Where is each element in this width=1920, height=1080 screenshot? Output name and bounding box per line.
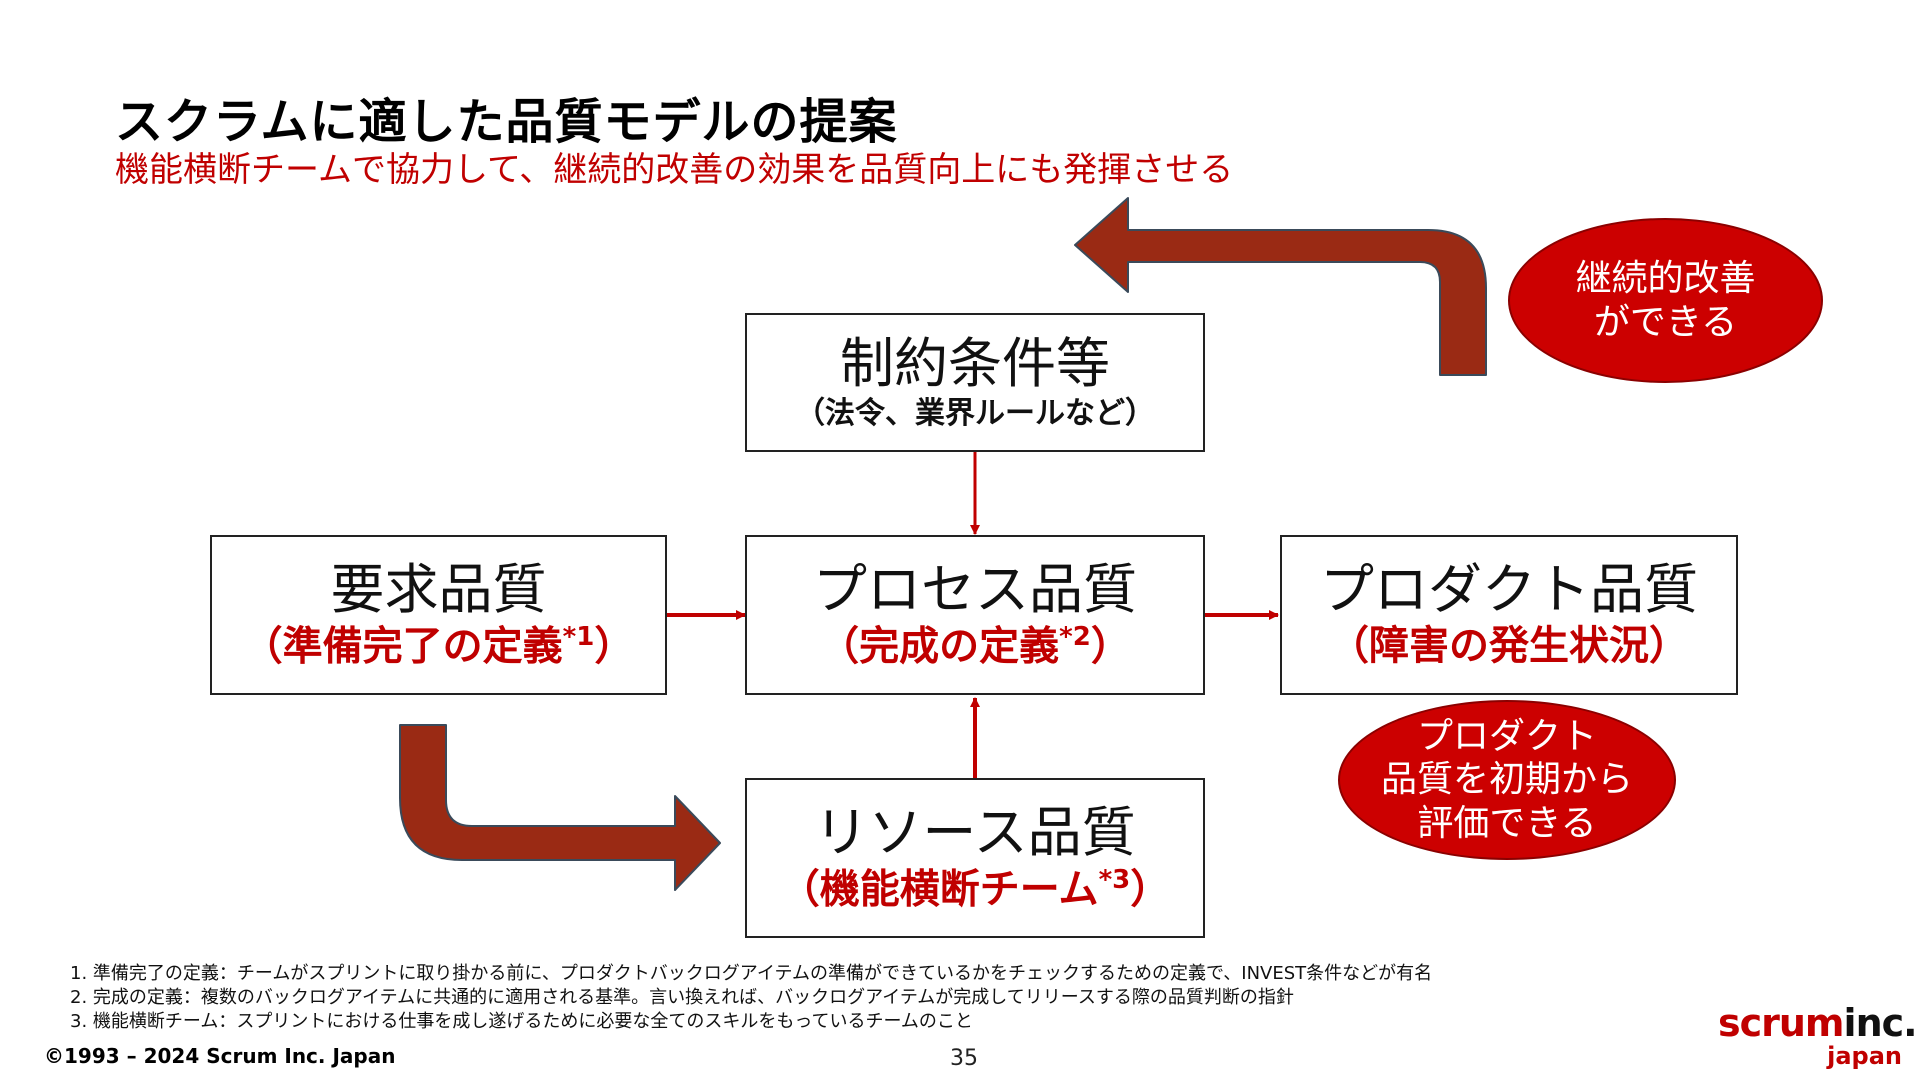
requirements-quality-title: 要求品質 (330, 557, 547, 621)
resource-quality-detail: （機能横断チーム*3） (779, 864, 1171, 913)
footnote-1: 1. 準備完了の定義：チームがスプリントに取り掛かる前に、プロダクトバックログア… (70, 963, 1433, 984)
process-quality-detail: （完成の定義*2） (819, 621, 1131, 670)
process-quality-title: プロセス品質 (813, 557, 1137, 621)
constraints-box: 制約条件等 （法令、業界ルールなど） (745, 313, 1205, 452)
process-quality-box: プロセス品質 （完成の定義*2） (745, 535, 1205, 695)
logo-japan-text: japan (1827, 1042, 1902, 1070)
resource-quality-box: リソース品質 （機能横断チーム*3） (745, 778, 1205, 938)
footnote-ref-1: *1 (562, 621, 595, 652)
slide-subtitle: 機能横断チームで協力して、継続的改善の効果を品質向上にも発揮させる (115, 150, 1234, 190)
big-arrow-improvement (1074, 197, 1487, 376)
copyright: ©1993 – 2024 Scrum Inc. Japan (44, 1044, 396, 1068)
constraints-title: 制約条件等 (840, 331, 1110, 395)
callout-product-evaluation: プロダクト 品質を初期から 評価できる (1338, 700, 1676, 860)
big-arrow-to-resource (399, 724, 721, 891)
slide-title: スクラムに適した品質モデルの提案 (115, 94, 898, 150)
footnote-3: 3. 機能横断チーム：スプリントにおける仕事を成し遂げるために必要な全てのスキル… (70, 1011, 973, 1032)
constraints-detail: （法令、業界ルールなど） (795, 395, 1155, 431)
page-number: 35 (950, 1046, 978, 1071)
requirements-quality-box: 要求品質 （準備完了の定義*1） (210, 535, 667, 695)
product-quality-detail: （障害の発生状況） (1329, 623, 1689, 670)
footnote-2: 2. 完成の定義：複数のバックログアイテムに共通的に適用される基準。言い換えれば… (70, 987, 1294, 1008)
callout-improvement: 継続的改善 ができる (1508, 218, 1823, 383)
product-quality-box: プロダクト品質 （障害の発生状況） (1280, 535, 1738, 695)
footnote-ref-2: *2 (1059, 621, 1091, 652)
footnote-ref-3: *3 (1098, 864, 1131, 895)
logo-scrum-text: scrum (1718, 1001, 1845, 1045)
product-quality-title: プロダクト品質 (1320, 557, 1698, 621)
resource-quality-title: リソース品質 (814, 800, 1136, 864)
requirements-quality-detail: （準備完了の定義*1） (242, 621, 635, 670)
logo-inc-text: inc. (1843, 1001, 1918, 1045)
footnotes: 1. 準備完了の定義：チームがスプリントに取り掛かる前に、プロダクトバックログア… (70, 962, 1432, 1034)
scrum-inc-logo: scruminc. japan (1718, 1001, 1918, 1070)
